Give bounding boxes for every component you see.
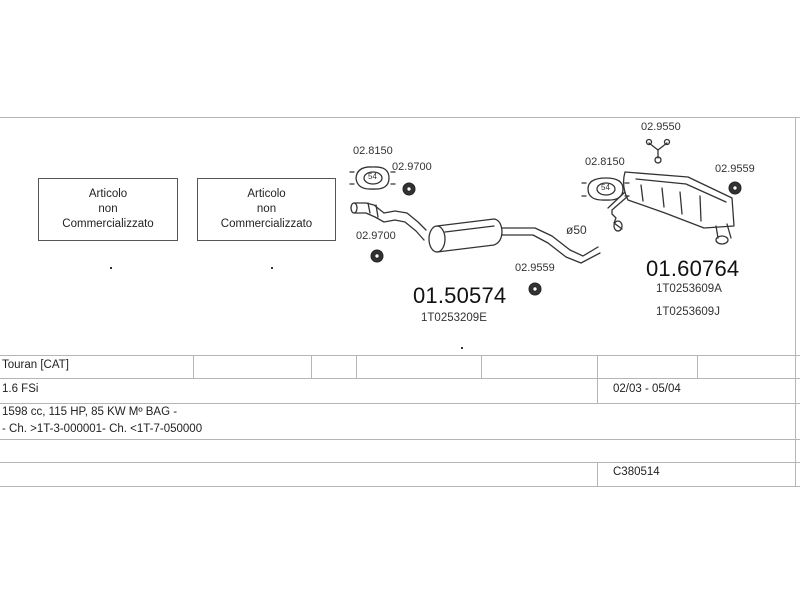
pipe-diameter-label: ø50 <box>566 223 587 237</box>
mid-pipe <box>501 227 601 264</box>
clamp-b-size: 54 <box>601 183 610 192</box>
engine-label: 1.6 FSi <box>2 383 39 395</box>
middle-muffler-part-number: 01.50574 <box>413 283 507 308</box>
engine-spec: 1598 cc, 115 HP, 85 KW Mº BAG - <box>2 406 178 418</box>
table-col-sep-6 <box>697 355 698 378</box>
clamp-a-shape <box>349 166 396 190</box>
table-bottom-border <box>0 486 800 487</box>
table-col-sep-5 <box>597 355 598 403</box>
ring-a-code: 02.9700 <box>392 161 432 173</box>
ring-b-shape <box>370 249 384 263</box>
ring-b-code: 02.9700 <box>356 230 396 242</box>
hanger-shape <box>645 138 671 164</box>
table-col-sep-1 <box>193 355 194 378</box>
table-row-line-1 <box>0 378 800 379</box>
chassis-range: - Ch. >1T-3-000001- Ch. <1T-7-050000 <box>2 423 203 435</box>
not-available-line: Articolo <box>88 188 128 200</box>
ring-c-code: 02.9559 <box>515 262 555 274</box>
dot-marker <box>271 267 273 269</box>
table-row-line-3 <box>0 439 800 440</box>
clamp-b-code: 02.8150 <box>585 156 625 168</box>
front-pipe <box>350 202 427 241</box>
dot-marker <box>461 347 463 349</box>
ring-a-shape <box>402 182 416 196</box>
production-period: 02/03 - 05/04 <box>613 383 681 395</box>
dot-marker <box>110 267 112 269</box>
right-border <box>795 117 796 487</box>
table-col-sep-7 <box>597 462 598 486</box>
table-col-sep-3 <box>356 355 357 378</box>
rear-silencer-part-number: 01.60764 <box>646 256 740 281</box>
clamp-a-size: 54 <box>368 172 377 181</box>
top-border <box>0 117 800 118</box>
ring-d-code: 02.9559 <box>715 163 755 175</box>
clamp-b-shape <box>581 177 630 201</box>
ring-d-shape <box>728 181 742 195</box>
table-top-border <box>0 355 800 356</box>
clamp-a-code: 02.8150 <box>353 145 393 157</box>
table-col-sep-4 <box>481 355 482 378</box>
table-row-line-4 <box>0 462 800 463</box>
not-available-line: Commercializzato <box>220 218 313 230</box>
rear-silencer-oem-code-1: 1T0253609A <box>656 283 722 295</box>
middle-muffler-shape <box>428 218 503 253</box>
catalog-code: C380514 <box>613 466 660 478</box>
middle-muffler-oem-code: 1T0253209E <box>421 312 487 324</box>
vehicle-model: Touran [CAT] <box>2 359 69 371</box>
hanger-code: 02.9550 <box>641 121 681 133</box>
not-available-line: non <box>98 203 118 215</box>
table-row-line-2 <box>0 403 800 404</box>
ring-c-shape <box>528 282 542 296</box>
rear-silencer-oem-code-2: 1T0253609J <box>656 306 720 318</box>
table-col-sep-2 <box>311 355 312 378</box>
not-available-line: non <box>256 203 277 215</box>
not-available-line: Commercializzato <box>62 218 154 230</box>
not-available-box-2: Articolo non Commercializzato <box>197 178 336 241</box>
not-available-box-1: Articolo non Commercializzato <box>38 178 178 241</box>
not-available-line: Articolo <box>247 188 286 200</box>
